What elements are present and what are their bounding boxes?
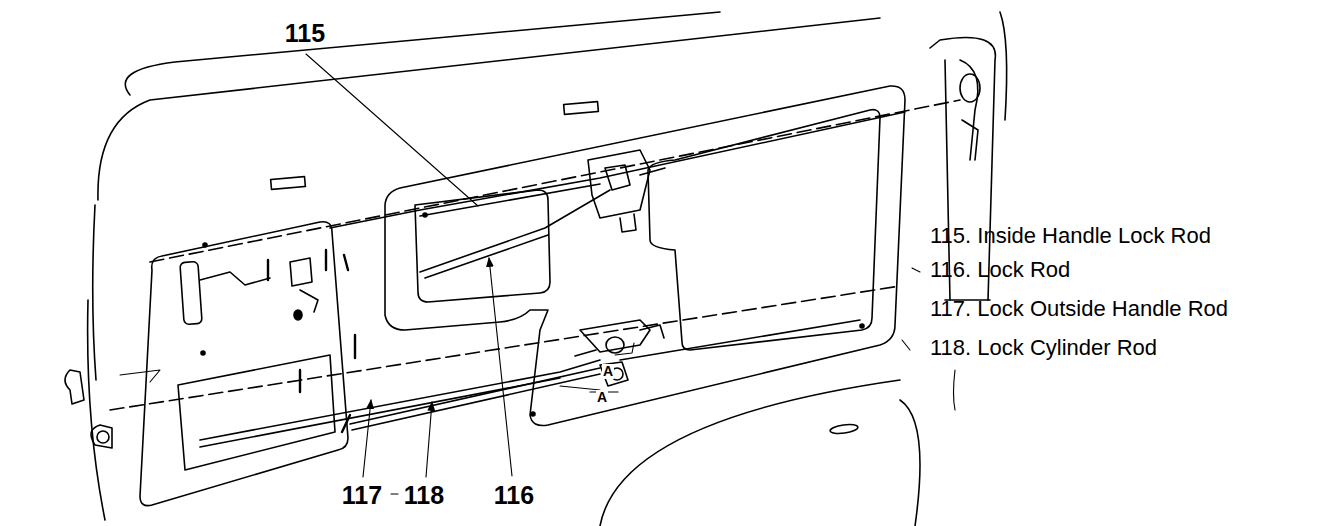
door-illustration-part [912, 268, 920, 272]
door-illustration-part [352, 374, 600, 430]
door-illustration-part [615, 343, 634, 355]
door-illustration-part [330, 112, 905, 228]
door-illustration-part [97, 431, 109, 443]
door-illustration-part [962, 120, 978, 160]
callout-number: 116 [494, 482, 534, 510]
door-illustration-part [575, 350, 596, 356]
door-illustration-part [125, 12, 720, 95]
section-mark: A [602, 364, 614, 379]
door-illustration-part [426, 402, 432, 477]
callout-number: 118 [404, 482, 444, 510]
door-illustration-part [88, 300, 105, 520]
door-illustration-part [344, 255, 348, 270]
door-illustration-part [65, 370, 84, 404]
door-illustration-part [354, 335, 356, 358]
door-illustration-part [391, 493, 398, 494]
door-illustration-part [620, 320, 860, 360]
door-illustration-part [640, 168, 665, 175]
door-illustration-part [306, 54, 478, 206]
door-illustration-part [425, 235, 548, 278]
door-illustration-part [363, 400, 371, 477]
door-illustration-part [580, 320, 650, 352]
door-illustration-part [900, 400, 920, 526]
door-illustration-part [606, 337, 624, 353]
door-illustration-part [65, 12, 1007, 526]
callout-number: 115 [285, 20, 325, 48]
door-illustration-part [325, 250, 327, 270]
door-illustration-part [200, 360, 600, 440]
door-illustration-part [306, 54, 512, 494]
part-key-entry: 116. Lock Rod [930, 258, 1070, 282]
door-illustration-part [605, 165, 630, 190]
door-illustration-part [300, 290, 318, 312]
part-key-entry: 115. Inside Handle Lock Rod [930, 224, 1211, 248]
door-illustration-part [648, 110, 880, 350]
door-illustration-part [385, 86, 905, 426]
door-illustration-part [960, 74, 980, 102]
door-illustration-part [120, 370, 160, 382]
callout-number: 117 [342, 482, 382, 510]
door-illustration-part [93, 205, 96, 380]
door-illustration-part [267, 260, 269, 280]
door-illustration-part [200, 272, 270, 285]
door-illustration-part [564, 102, 599, 115]
door-illustration-part [620, 214, 636, 232]
door-illustration-part [830, 423, 859, 435]
door-illustration-part [600, 362, 628, 386]
door-illustration-part [860, 324, 864, 328]
part-key-entry: 118. Lock Cylinder Rod [930, 336, 1157, 360]
door-illustration-part [203, 243, 207, 247]
door-illustration-part [110, 286, 900, 410]
door-illustration-part [150, 100, 960, 262]
door-illustration-part [98, 18, 880, 200]
door-illustration-part [954, 370, 956, 410]
door-illustration-part [342, 415, 350, 432]
door-illustration-part [271, 177, 306, 190]
door-illustration-part [1000, 12, 1007, 120]
door-illustration-part [420, 190, 610, 272]
door-illustration-part [110, 100, 960, 447]
door-illustration-part [489, 258, 512, 476]
door-illustration-part [294, 310, 302, 320]
door-illustration-part [588, 150, 650, 218]
part-key-entry: 117. Lock Outside Handle Rod [930, 297, 1228, 321]
door-illustration-part [531, 412, 535, 416]
section-mark: A [596, 390, 608, 405]
door-illustration-part [201, 351, 205, 355]
door-illustration-part [640, 325, 664, 338]
door-illustration-part [91, 425, 112, 448]
door-illustration-part [140, 86, 905, 506]
door-illustration-part [902, 340, 910, 350]
door-illustration-part [178, 355, 335, 470]
door-illustration-part [290, 258, 312, 286]
door-illustration-part [140, 222, 348, 506]
door-illustration-part [560, 386, 600, 390]
door-illustration-part [350, 368, 600, 424]
door-illustration-part [180, 261, 202, 324]
